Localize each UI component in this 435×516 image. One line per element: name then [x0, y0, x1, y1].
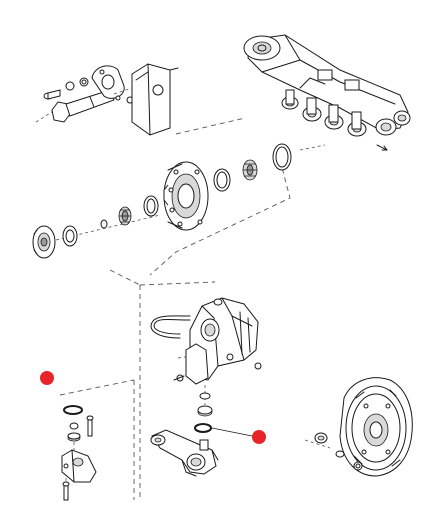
wheel-hub [163, 161, 209, 231]
hex-bolt [51, 89, 115, 123]
seal-ring [272, 143, 292, 171]
highlight-marker-left[interactable] [40, 371, 54, 385]
hub-cap [32, 225, 56, 259]
bearing-cup-outer [213, 168, 231, 192]
frame-bracket [131, 63, 179, 136]
lock-plate [62, 225, 78, 247]
bogie-axle-assembly [243, 34, 411, 151]
brake-drum-assembly [314, 377, 413, 477]
highlight-marker-right[interactable] [252, 430, 266, 444]
retaining-plate [91, 65, 125, 99]
steering-knuckle [150, 297, 262, 385]
u-bolt [150, 315, 191, 339]
bearing-cone-inner [118, 206, 132, 226]
highlight-markers [40, 371, 266, 444]
hub-cap-group [32, 225, 78, 259]
wheel-hub-stack [100, 143, 292, 231]
tie-rod-bracket [61, 405, 97, 501]
bearing-cup-inner [143, 195, 159, 217]
kingpin-stack [194, 392, 213, 433]
bearing-cone-outer [242, 159, 258, 181]
mounting-pin-group [35, 63, 179, 136]
steering-arm [150, 429, 219, 477]
o-ring-left [63, 405, 83, 415]
o-ring-right [194, 423, 212, 433]
